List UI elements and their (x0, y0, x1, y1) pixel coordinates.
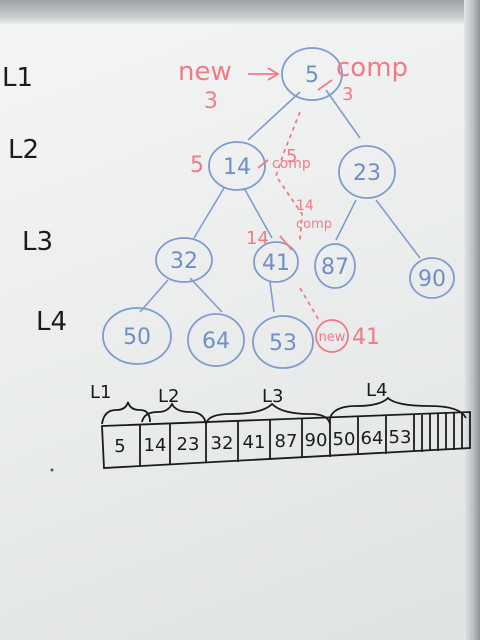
array-level-label-l3: L3 (262, 386, 283, 407)
node-l4-a (102, 307, 172, 365)
annotation-l2-value: 5 (190, 153, 204, 178)
node-label-l2-left: 14 (223, 155, 251, 180)
node-label-l3-d: 90 (418, 267, 446, 292)
node-l3-b (253, 241, 299, 283)
array-level-label-l4: L4 (366, 380, 387, 401)
annotation-comp-root-value: 3 (342, 84, 353, 105)
annotation-new-value: 3 (204, 89, 218, 114)
array-cell: 87 (275, 431, 298, 452)
array-cell: 23 (177, 434, 200, 455)
node-l2-right (338, 145, 396, 199)
level-label-l1: L1 (2, 63, 33, 93)
whiteboard-frame-top (0, 0, 480, 24)
node-label-l4-new: new (319, 330, 346, 345)
whiteboard-frame-right (464, 0, 480, 640)
node-label-l3-c: 87 (321, 255, 349, 280)
annotation-new-value-41: 41 (352, 325, 380, 350)
array-cell: 14 (144, 435, 167, 456)
array-cell: 90 (305, 430, 328, 451)
array-cell: 64 (361, 428, 384, 449)
marker-dot (50, 468, 54, 472)
node-label-l2-right: 23 (353, 161, 381, 186)
annotation-comp-l2-value: 5 (286, 146, 297, 167)
red-annotation-lines (248, 67, 349, 353)
array-braces (101, 396, 467, 425)
array-cell: 5 (114, 436, 125, 457)
node-l2-left (208, 141, 266, 191)
node-label-l3-a: 32 (170, 249, 198, 274)
node-l1-root (281, 47, 343, 101)
array-cell: 53 (389, 427, 412, 448)
array-cell: 32 (211, 433, 234, 454)
node-label-l4-a: 50 (123, 325, 151, 350)
heap-array (101, 411, 471, 469)
level-label-l4: L4 (36, 307, 67, 337)
node-label-root: 5 (305, 63, 319, 88)
annotation-new: new (178, 57, 232, 87)
node-l4-new (315, 319, 349, 353)
level-label-l2: L2 (8, 135, 39, 165)
array-cell: 50 (333, 429, 356, 450)
node-label-l4-c: 53 (269, 331, 297, 356)
node-label-l3-b: 41 (262, 251, 290, 276)
level-label-l3: L3 (22, 227, 53, 257)
node-l4-b (187, 313, 245, 367)
array-level-label-l1: L1 (90, 382, 111, 403)
annotation-comp-root: comp (336, 53, 408, 83)
annotation-comp-l3: comp (296, 217, 332, 232)
node-l3-a (155, 237, 213, 283)
tree-edges (139, 89, 421, 313)
node-label-l4-b: 64 (202, 329, 230, 354)
annotation-comp-l3-value: 14 (296, 198, 314, 214)
node-l3-d (409, 257, 455, 299)
node-l4-c (252, 315, 314, 369)
array-cell: 41 (243, 432, 266, 453)
node-l3-c (314, 243, 356, 289)
annotation-l3-value: 14 (246, 228, 269, 249)
annotation-comp-l2: comp (272, 156, 311, 172)
array-level-label-l2: L2 (158, 386, 179, 407)
